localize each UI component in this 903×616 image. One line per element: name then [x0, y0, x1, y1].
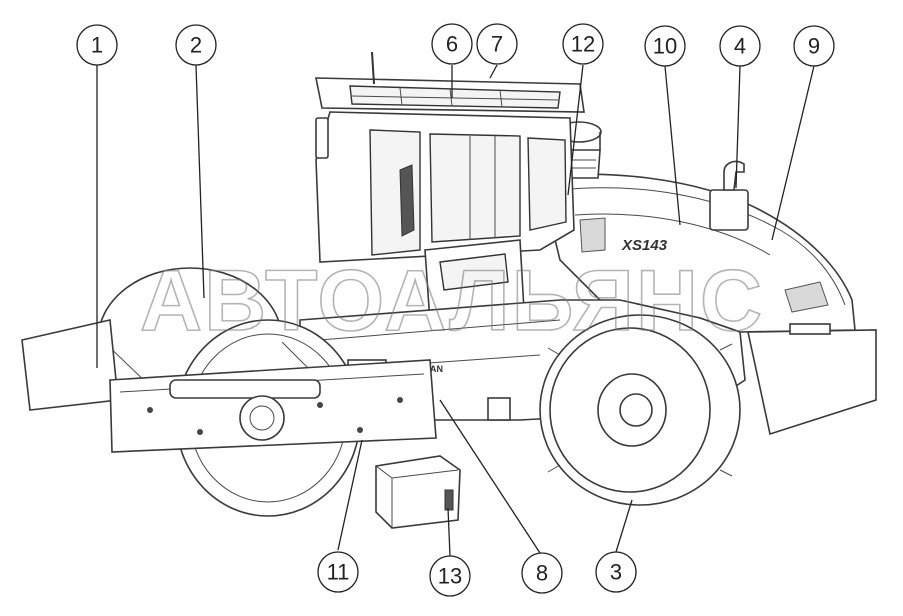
callout-8: 8 [521, 552, 563, 594]
roof-grid [349, 85, 561, 109]
front-frame [21, 319, 437, 453]
svg-text:6: 6 [446, 32, 458, 57]
road-roller-illustration: AN [21, 51, 877, 529]
toolbox [375, 455, 461, 529]
rear-wheel [539, 314, 741, 506]
svg-text:2: 2 [190, 33, 202, 58]
svg-text:7: 7 [491, 32, 503, 57]
callout-3: 3 [595, 551, 637, 593]
leader-lines [96, 64, 815, 557]
callout-9: 9 [793, 25, 835, 67]
svg-text:12: 12 [571, 32, 595, 57]
callout-1: 1 [76, 24, 118, 66]
svg-text:9: 9 [808, 34, 820, 59]
callout-13: 13 [429, 555, 471, 597]
callout-6: 6 [431, 23, 473, 65]
svg-text:8: 8 [536, 561, 548, 586]
exhaust-pipe [709, 160, 749, 231]
operator-cab [315, 51, 585, 323]
brand-label: AN [430, 364, 443, 374]
svg-text:13: 13 [438, 564, 462, 589]
callout-11: 11 [317, 551, 359, 593]
svg-text:1: 1 [91, 33, 103, 58]
engine-hood [539, 173, 856, 333]
svg-text:11: 11 [327, 560, 350, 585]
callout-7: 7 [476, 23, 518, 65]
hood-vent [784, 281, 829, 313]
callout-4: 4 [719, 25, 761, 67]
model-label: XS143 [621, 237, 668, 254]
callout-10: 10 [644, 25, 686, 67]
rear-fender [747, 329, 877, 436]
svg-text:10: 10 [653, 34, 677, 59]
svg-text:3: 3 [610, 560, 622, 585]
callout-12: 12 [562, 23, 604, 65]
callout-2: 2 [175, 24, 217, 66]
svg-text:4: 4 [734, 34, 746, 59]
watermark: АВТОАЛЬЯНС [140, 253, 764, 349]
